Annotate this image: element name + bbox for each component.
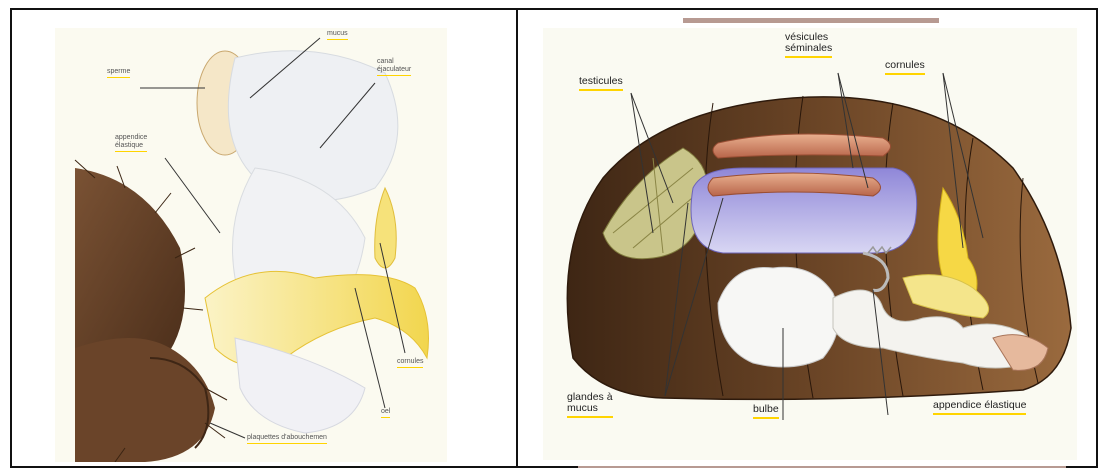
label-canal-ejaculateur: canal éjaculateur	[377, 58, 411, 76]
panel-divider	[516, 8, 518, 468]
label-cornules: cornules	[885, 60, 925, 75]
label-oel: oel	[381, 408, 390, 418]
label-appendice-elastique: appendice élastique	[933, 400, 1026, 415]
label-plaquettes: plaquettes d'abouchemen	[247, 434, 327, 444]
reproductive-organs-illustration	[543, 28, 1077, 460]
decorative-bottom-bar	[578, 466, 1066, 468]
label-cornules: cornules	[397, 358, 423, 368]
label-glandes-a-mucus: glandes à mucus	[567, 392, 613, 418]
label-mucus: mucus	[327, 30, 348, 40]
left-illustration-panel: mucus sperme canal éjaculateur appendice…	[55, 28, 447, 462]
endophallus-illustration	[55, 28, 447, 462]
abdomen-segments	[75, 168, 185, 368]
label-sperme: sperme	[107, 68, 130, 78]
decorative-top-bar	[683, 18, 939, 23]
label-bulbe: bulbe	[753, 404, 779, 419]
right-illustration-panel: testicules vésicules séminales cornules …	[543, 28, 1077, 460]
label-vesicules-seminales: vésicules séminales	[785, 32, 832, 58]
label-appendice-elastique: appendice élastique	[115, 134, 147, 152]
bulbe	[718, 267, 839, 367]
label-testicules: testicules	[579, 76, 623, 91]
